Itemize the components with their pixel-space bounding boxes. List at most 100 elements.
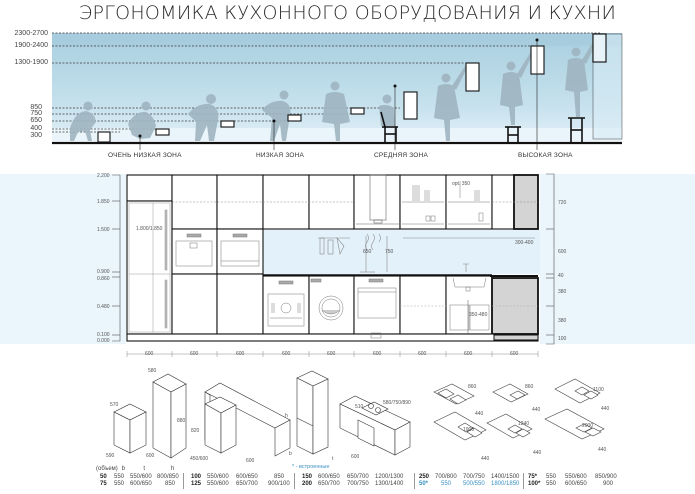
oven-width: 570: [110, 402, 119, 408]
cell-volume: 50: [100, 474, 107, 480]
cell-h: 850: [274, 474, 285, 480]
sink-5-length: 1240: [518, 421, 530, 427]
table-divider: [183, 473, 184, 489]
cell-b: 550: [441, 481, 452, 487]
scale-left-0100: 0.100: [97, 332, 110, 338]
scale-left-0000: 0.000: [97, 338, 110, 344]
sink-1-length: 860: [468, 384, 477, 390]
col-width-3: 600: [236, 351, 245, 357]
header-h: h: [171, 466, 175, 472]
oven-side: 590: [106, 453, 115, 459]
volume-table-header: (объем) b t h: [96, 466, 174, 472]
fridge-b-label: b: [289, 451, 292, 457]
cell-t: 700/750: [347, 481, 369, 487]
appliance-dimensions: 580 570 880 590 600 820 450/600 600 h b …: [0, 362, 695, 464]
fridge-t-label: t: [332, 456, 334, 462]
col-width-9: 600: [510, 351, 519, 357]
cell-b: 550: [546, 481, 557, 487]
col-width-7: 600: [418, 351, 427, 357]
cell-volume: 75: [100, 481, 107, 487]
kitchen-elevation: 2.200 1.850 1.500 0.900 0.860 0.480 0.10…: [0, 172, 695, 362]
scale-right-720: 720: [558, 200, 567, 206]
table-row: 100 550/600 600/650 850: [191, 474, 290, 481]
cell-h: 1400/1500: [491, 474, 520, 480]
table-divider: [294, 473, 295, 489]
cell-b: 550: [114, 481, 125, 487]
height-tick-2300-2700: 2300-2700: [14, 30, 48, 37]
stove-top-label: 510: [355, 404, 364, 410]
col-width-8: 600: [464, 351, 473, 357]
cell-h: 1800/1850: [491, 481, 520, 487]
col-width-5: 600: [327, 351, 336, 357]
height-tick-650: 650: [30, 117, 42, 124]
zone-label-high: ВЫСОКАЯ ЗОНА: [518, 152, 573, 159]
fridge-height-label: 1.800/1.850: [136, 226, 163, 232]
sink-6-depth: 440: [598, 447, 607, 453]
scale-left-0900: 0.900: [97, 269, 110, 275]
scale-right-380-b: 380: [558, 318, 567, 324]
cell-h: 1200/1300: [375, 474, 404, 480]
cell-b: 650/700: [318, 481, 340, 487]
col-width-2: 600: [190, 351, 199, 357]
sink-2-length: 860: [525, 384, 534, 390]
scale-left-0480: 0.480: [97, 304, 110, 310]
shelf-opt-label: opt. 350: [452, 181, 471, 187]
dishwasher-width: 600: [246, 458, 255, 464]
built-in-note: * - встроенные: [292, 464, 330, 470]
height-tick-1900-2400: 1900-2400: [14, 42, 48, 49]
cell-volume: 125: [191, 481, 202, 487]
height-tick-1300-1900: 1300-1900: [14, 59, 48, 66]
reach-zones-diagram: 2300-2700 1900-2400 1300-1900 850 750 65…: [0, 28, 695, 163]
dishwasher-depth: 450/600: [190, 456, 209, 462]
table-divider: [523, 473, 524, 489]
cell-t: 600/650: [130, 481, 152, 487]
stove-length-label: 580/750/890: [383, 400, 411, 406]
scale-right-600: 600: [558, 249, 567, 255]
cell-b: 550/600: [207, 474, 229, 480]
backsplash-label: 300-400: [515, 240, 534, 246]
cell-volume: 100: [191, 474, 202, 480]
drawer-label: 350-480: [469, 312, 488, 318]
oven-front: 600: [146, 453, 155, 459]
scale-left-1500: 1.500: [97, 227, 110, 233]
height-tick-850: 850: [30, 104, 42, 111]
height-tick-750: 750: [30, 110, 42, 117]
cell-t: 600/650: [236, 474, 258, 480]
cell-volume: 250: [419, 474, 430, 480]
zone-label-very-low: ОЧЕНЬ НИЗКАЯ ЗОНА: [108, 152, 182, 159]
cell-t: 700/750: [463, 474, 485, 480]
cell-h: 850/900: [595, 474, 617, 480]
cell-t: 550/600: [130, 474, 152, 480]
page-title: ЭРГОНОМИКА КУХОННОГО ОБОРУДОВАНИЯ И КУХН…: [78, 2, 617, 24]
cell-volume: 100*: [528, 481, 541, 487]
scale-right-100: 100: [558, 336, 567, 342]
header-volume: (объем): [96, 466, 118, 472]
scale-left-0860: 0.860: [97, 276, 110, 282]
cell-h: 900: [603, 481, 614, 487]
appliance-isometric-graphic: [113, 370, 605, 459]
cell-b: 550/600: [207, 481, 229, 487]
cell-b: 600/650: [318, 474, 340, 480]
dishwasher-height: 820: [191, 428, 200, 434]
cell-volume: 75*: [528, 474, 538, 480]
zone-label-low: НИЗКАЯ ЗОНА: [256, 152, 305, 159]
scale-right-380-a: 380: [558, 289, 567, 295]
cell-volume: 200: [302, 481, 313, 487]
sink-5-depth: 440: [533, 450, 542, 456]
reach-zones-graphic: [52, 32, 623, 150]
header-t: t: [143, 466, 146, 472]
kitchen-elevation-graphic: [0, 173, 695, 357]
cell-h: 900/100: [268, 481, 290, 487]
hood-650-label: 650: [363, 249, 372, 255]
scale-left-2200: 2.200: [97, 173, 110, 179]
sink-4-length: 1900: [463, 427, 475, 433]
